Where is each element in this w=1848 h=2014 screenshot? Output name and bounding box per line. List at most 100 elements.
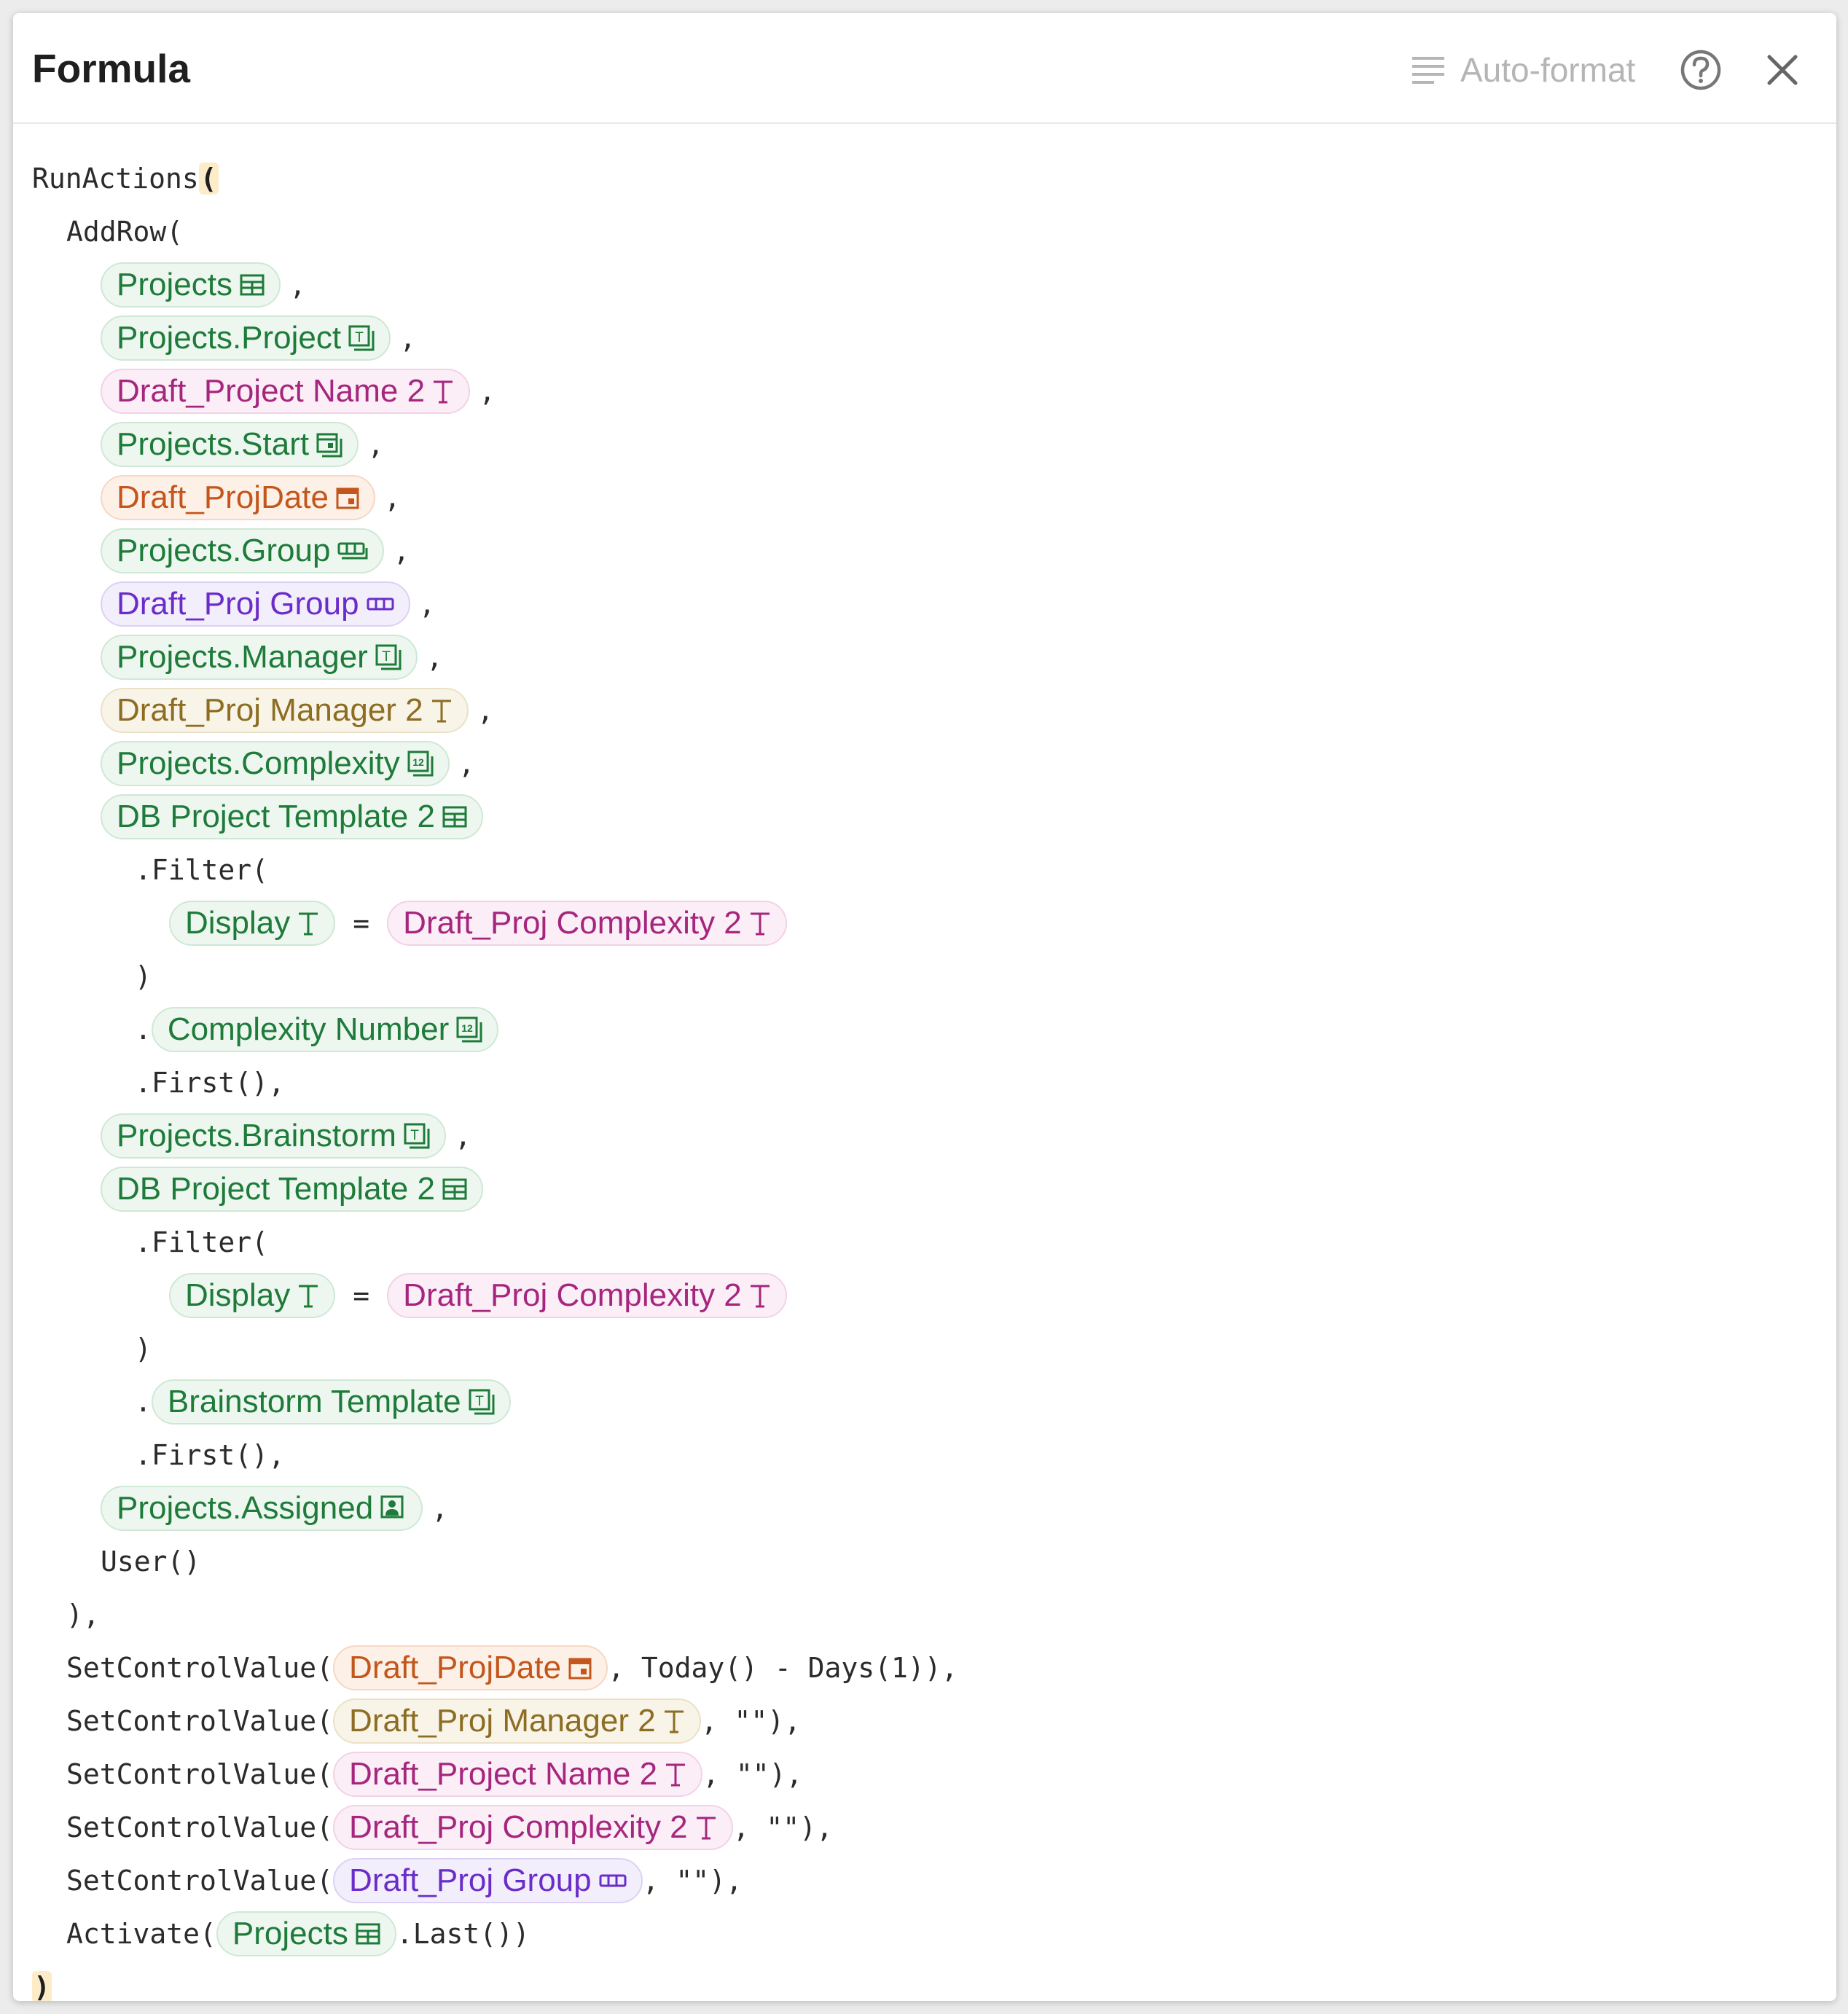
code-line: Display = Draft_Proj Complexity 2 — [32, 896, 958, 949]
function-name: SetControlValue( — [66, 1864, 334, 1897]
date-column-icon — [316, 431, 342, 458]
function-name: .Filter( — [135, 1226, 269, 1258]
chip-draft-proj-complexity[interactable]: Draft_Proj Complexity 2 — [333, 1804, 733, 1850]
code-line: Draft_Project Name 2 , — [32, 364, 958, 418]
select-column-icon — [337, 541, 368, 561]
chip-projects-project[interactable]: Projects.Project T — [101, 315, 391, 361]
code-line: DB Project Template 2 — [32, 790, 958, 843]
code-line: SetControlValue( Draft_Proj Group , ""), — [32, 1854, 958, 1907]
chip-projects-complexity[interactable]: Projects.Complexity 12 — [101, 740, 450, 786]
help-button[interactable] — [1679, 48, 1723, 92]
text-type-icon — [695, 1815, 717, 1840]
svg-text:T: T — [475, 1394, 484, 1409]
help-icon — [1680, 50, 1721, 90]
code-line: SetControlValue( Draft_Proj Manager 2 , … — [32, 1694, 958, 1747]
text-type-icon — [297, 1283, 319, 1308]
chip-projects-assigned[interactable]: Projects.Assigned — [101, 1485, 423, 1531]
code-line: SetControlValue( Draft_Proj Complexity 2… — [32, 1801, 958, 1854]
chip-draft-project-name[interactable]: Draft_Project Name 2 — [333, 1751, 703, 1797]
column-icon: T — [375, 644, 402, 670]
code-line: Projects.Project T , — [32, 311, 958, 364]
chip-db-project-template[interactable]: DB Project Template 2 — [101, 794, 483, 839]
code-line: ) — [135, 1332, 152, 1365]
text-type-icon — [665, 1762, 686, 1787]
code-line: ), — [66, 1598, 100, 1631]
chip-draft-proj-group[interactable]: Draft_Proj Group — [101, 581, 410, 627]
matching-paren: ) — [32, 1970, 52, 2001]
text-type-icon — [749, 1283, 771, 1308]
code-line: .First(), — [32, 1428, 958, 1481]
chip-projects-manager[interactable]: Projects.Manager T — [101, 634, 418, 680]
text-type-icon — [431, 698, 453, 723]
function-name: SetControlValue( — [66, 1704, 334, 1737]
table-icon — [240, 274, 265, 296]
code-line: ) — [135, 960, 152, 992]
svg-text:T: T — [382, 649, 391, 665]
chip-projects-group[interactable]: Projects.Group — [101, 528, 385, 573]
formula-editor[interactable]: RunActions( AddRow( Projects , Projects.… — [32, 152, 958, 2001]
chip-projects-table[interactable]: Projects — [216, 1911, 396, 1956]
text-type-icon — [297, 911, 319, 936]
chip-display[interactable]: Display — [169, 900, 336, 946]
autoformat-button[interactable]: Auto-format — [1412, 44, 1635, 96]
chip-draft-proj-manager[interactable]: Draft_Proj Manager 2 — [101, 687, 469, 733]
dialog-header: Formula Auto-format — [13, 13, 1836, 124]
code-line: Draft_Proj Manager 2 , — [32, 683, 958, 737]
dialog-title: Formula — [32, 46, 190, 91]
chip-draft-proj-group[interactable]: Draft_Proj Group — [333, 1857, 643, 1903]
chip-draft-proj-complexity[interactable]: Draft_Proj Complexity 2 — [387, 1272, 787, 1318]
function-name: RunActions — [32, 162, 199, 195]
function-name: SetControlValue( — [66, 1758, 334, 1790]
autoformat-lines-icon — [1412, 57, 1444, 84]
code-line: SetControlValue( Draft_ProjDate , Today(… — [32, 1641, 958, 1694]
chip-display[interactable]: Display — [169, 1272, 336, 1318]
code-line: . Brainstorm Template T — [32, 1375, 958, 1428]
chip-draft-projdate[interactable]: Draft_ProjDate — [101, 474, 376, 520]
formula-dialog: Formula Auto-format — [13, 13, 1836, 2001]
code-line: ) — [32, 1960, 958, 2001]
chip-db-project-template[interactable]: DB Project Template 2 — [101, 1166, 483, 1212]
select-list-icon — [367, 597, 394, 611]
table-icon — [442, 1178, 467, 1200]
code-line: Projects.Brainstorm T , — [32, 1109, 958, 1162]
table-icon — [356, 1923, 380, 1945]
chip-draft-proj-complexity[interactable]: Draft_Proj Complexity 2 — [387, 900, 787, 946]
code-line: Draft_ProjDate , — [32, 471, 958, 524]
code-line: DB Project Template 2 — [32, 1162, 958, 1215]
text-type-icon — [432, 379, 454, 404]
code-line: Projects.Manager T , — [32, 630, 958, 683]
chip-projects-table[interactable]: Projects — [101, 262, 281, 307]
text-type-icon — [663, 1709, 685, 1733]
chip-projects-brainstorm[interactable]: Projects.Brainstorm T — [101, 1113, 446, 1159]
code-line: Projects.Complexity 12 , — [32, 737, 958, 790]
code-line: . Complexity Number 12 — [32, 1003, 958, 1056]
function-name: User() — [101, 1545, 201, 1578]
chip-draft-project-name[interactable]: Draft_Project Name 2 — [101, 368, 471, 414]
svg-text:T: T — [410, 1128, 419, 1143]
svg-text:T: T — [355, 330, 364, 345]
autoformat-label: Auto-format — [1460, 51, 1636, 89]
function-name: Activate( — [66, 1917, 216, 1950]
number-column-icon: 12 — [407, 751, 434, 777]
chip-projects-start[interactable]: Projects.Start — [101, 421, 359, 467]
close-icon — [1767, 55, 1798, 85]
chip-complexity-number[interactable]: Complexity Number 12 — [151, 1006, 499, 1052]
person-icon — [380, 1495, 407, 1521]
function-name: .First(), — [135, 1438, 285, 1471]
calendar-icon — [336, 486, 359, 509]
code-line: .Filter( — [32, 1215, 958, 1269]
close-button[interactable] — [1761, 48, 1804, 92]
function-name: AddRow( — [66, 215, 184, 248]
code-line: Draft_Proj Group , — [32, 577, 958, 630]
function-name: .First(), — [135, 1066, 285, 1099]
chip-draft-projdate[interactable]: Draft_ProjDate — [333, 1645, 608, 1690]
code-line: RunActions( — [32, 152, 958, 205]
function-name: .Filter( — [135, 853, 269, 886]
code-line: .Filter( — [32, 843, 958, 896]
chip-draft-proj-manager[interactable]: Draft_Proj Manager 2 — [333, 1698, 701, 1744]
code-line: Activate( Projects .Last()) — [32, 1907, 958, 1960]
equals-operator: = — [353, 1279, 370, 1312]
function-name: SetControlValue( — [66, 1811, 334, 1843]
chip-brainstorm-template[interactable]: Brainstorm Template T — [151, 1379, 511, 1425]
svg-text:12: 12 — [412, 756, 424, 768]
